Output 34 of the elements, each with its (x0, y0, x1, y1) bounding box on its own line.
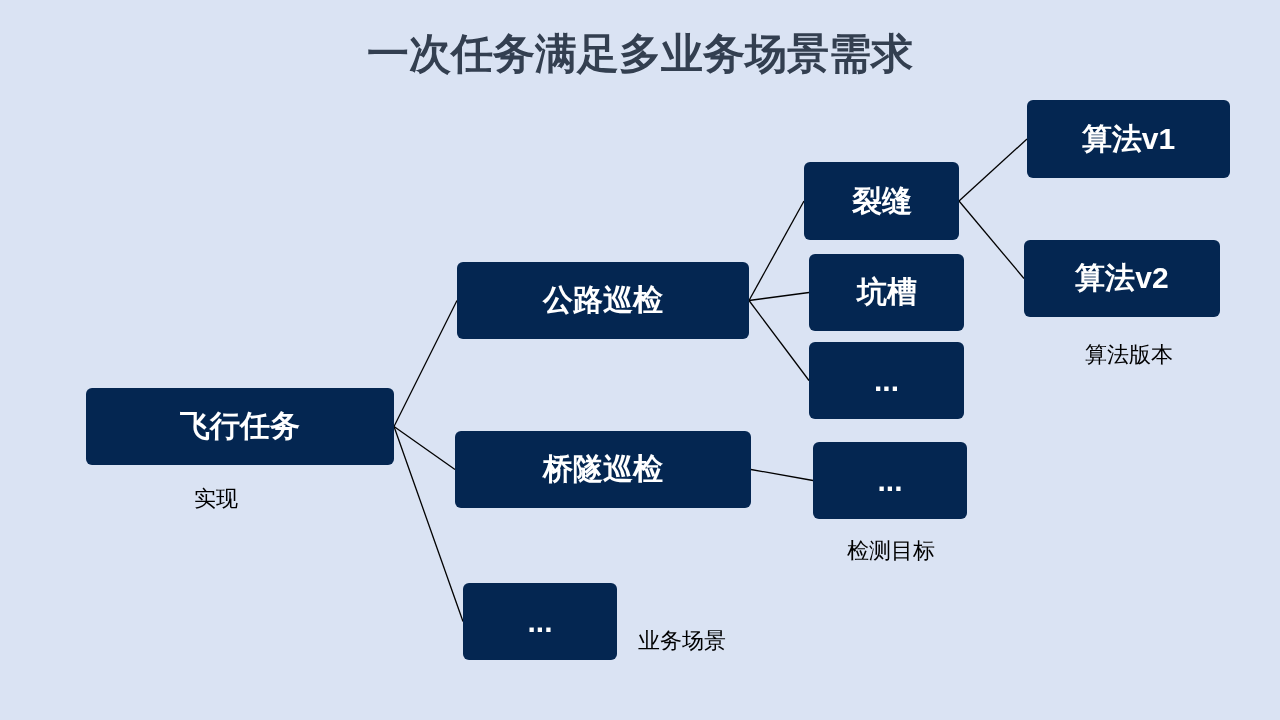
node-box (1024, 240, 1220, 317)
node-box (455, 431, 751, 508)
connector-line (958, 138, 1028, 202)
node-label: 算法v1 (1081, 120, 1176, 157)
column-label: 实现 (194, 485, 238, 513)
node-box (86, 388, 394, 465)
column-label: 业务场景 (638, 627, 726, 655)
node-label: 公路巡检 (543, 282, 663, 318)
column-label: 检测目标 (847, 537, 935, 565)
connector-line (750, 468, 814, 482)
connector-line (748, 299, 810, 382)
connector-line (748, 291, 810, 302)
node-label: 飞行任务 (180, 408, 300, 444)
node-box (1027, 100, 1230, 178)
node-box (809, 254, 964, 331)
connector-line (958, 200, 1025, 280)
node-box (804, 162, 959, 240)
node-label: 裂缝 (851, 182, 912, 219)
node-label: ... (877, 463, 903, 498)
node-label: ... (527, 604, 553, 639)
node-label: 坑槽 (856, 274, 917, 310)
node-label: ... (874, 363, 899, 398)
connector-line (393, 299, 458, 428)
connector-line (393, 425, 456, 471)
node-box (809, 342, 964, 419)
diagram-title: 一次任务满足多业务场景需求 (366, 28, 914, 80)
node-label: 算法v2 (1075, 260, 1169, 296)
node-label: 桥隧巡检 (543, 451, 663, 487)
column-label: 算法版本 (1085, 341, 1173, 369)
connector-line (393, 425, 464, 623)
node-box (813, 442, 967, 519)
node-box (463, 583, 617, 660)
node-box (457, 262, 749, 339)
connector-line (748, 200, 805, 302)
